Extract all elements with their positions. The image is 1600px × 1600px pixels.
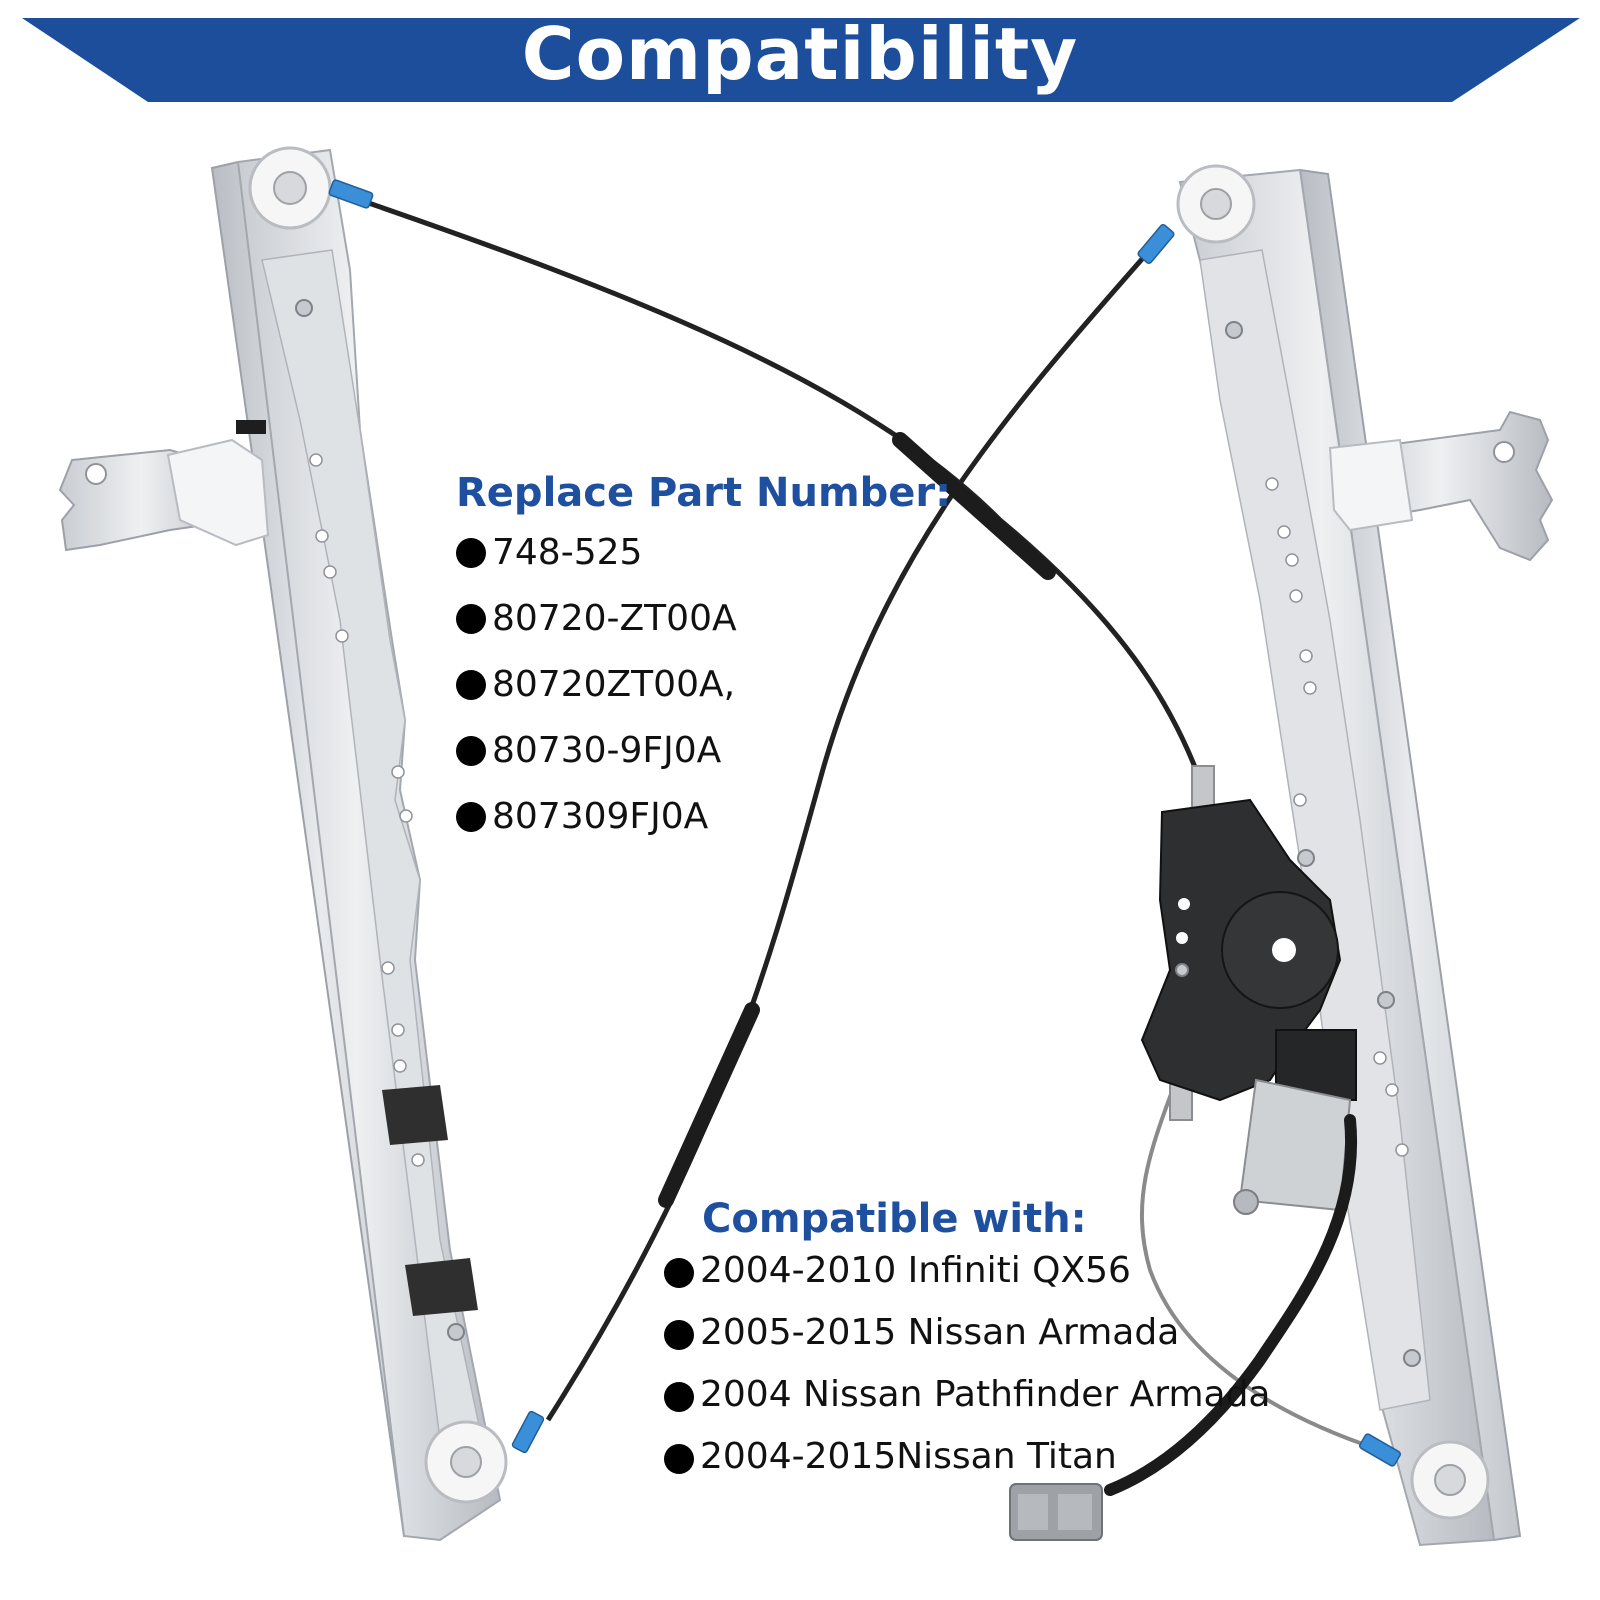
compatible-vehicles-list: 2004-2010 Infiniti QX56 2005-2015 Nissan… <box>664 1240 1270 1488</box>
list-item: 2004-2015Nissan Titan <box>664 1426 1270 1488</box>
list-item: 80720ZT00A, <box>456 652 737 718</box>
right-rail <box>1176 164 1554 1547</box>
cable-end-clips <box>328 179 1401 1467</box>
list-item: 2004-2010 Infiniti QX56 <box>664 1240 1270 1302</box>
list-item: 2005-2015 Nissan Armada <box>664 1302 1270 1364</box>
cables <box>359 197 1381 1452</box>
bullet-icon <box>664 1258 694 1288</box>
bullet-icon <box>456 670 486 700</box>
bullet-icon <box>456 604 486 634</box>
electrical-connector <box>1009 1483 1103 1541</box>
replace-part-number-heading: Replace Part Number: <box>456 470 952 516</box>
bullet-icon <box>456 736 486 766</box>
bullet-icon <box>664 1382 694 1412</box>
bullet-icon <box>664 1320 694 1350</box>
bullet-icon <box>456 538 486 568</box>
wire-harness <box>1104 1114 1358 1496</box>
list-item: 80720-ZT00A <box>456 586 737 652</box>
banner-shape <box>22 18 1580 102</box>
list-item: 2004 Nissan Pathfinder Armada <box>664 1364 1270 1426</box>
left-rail <box>58 146 508 1542</box>
motor-assembly <box>1140 765 1357 1215</box>
list-item: 748-525 <box>456 520 737 586</box>
replace-part-number-list: 748-525 80720-ZT00A 80720ZT00A, 80730-9F… <box>456 520 737 850</box>
bullet-icon <box>664 1444 694 1474</box>
title-banner <box>22 18 1580 102</box>
page-title: Compatibility <box>521 12 1079 96</box>
compatible-with-heading: Compatible with: <box>702 1196 1087 1242</box>
bullet-icon <box>456 802 486 832</box>
list-item: 80730-9FJ0A <box>456 718 737 784</box>
list-item: 807309FJ0A <box>456 784 737 850</box>
